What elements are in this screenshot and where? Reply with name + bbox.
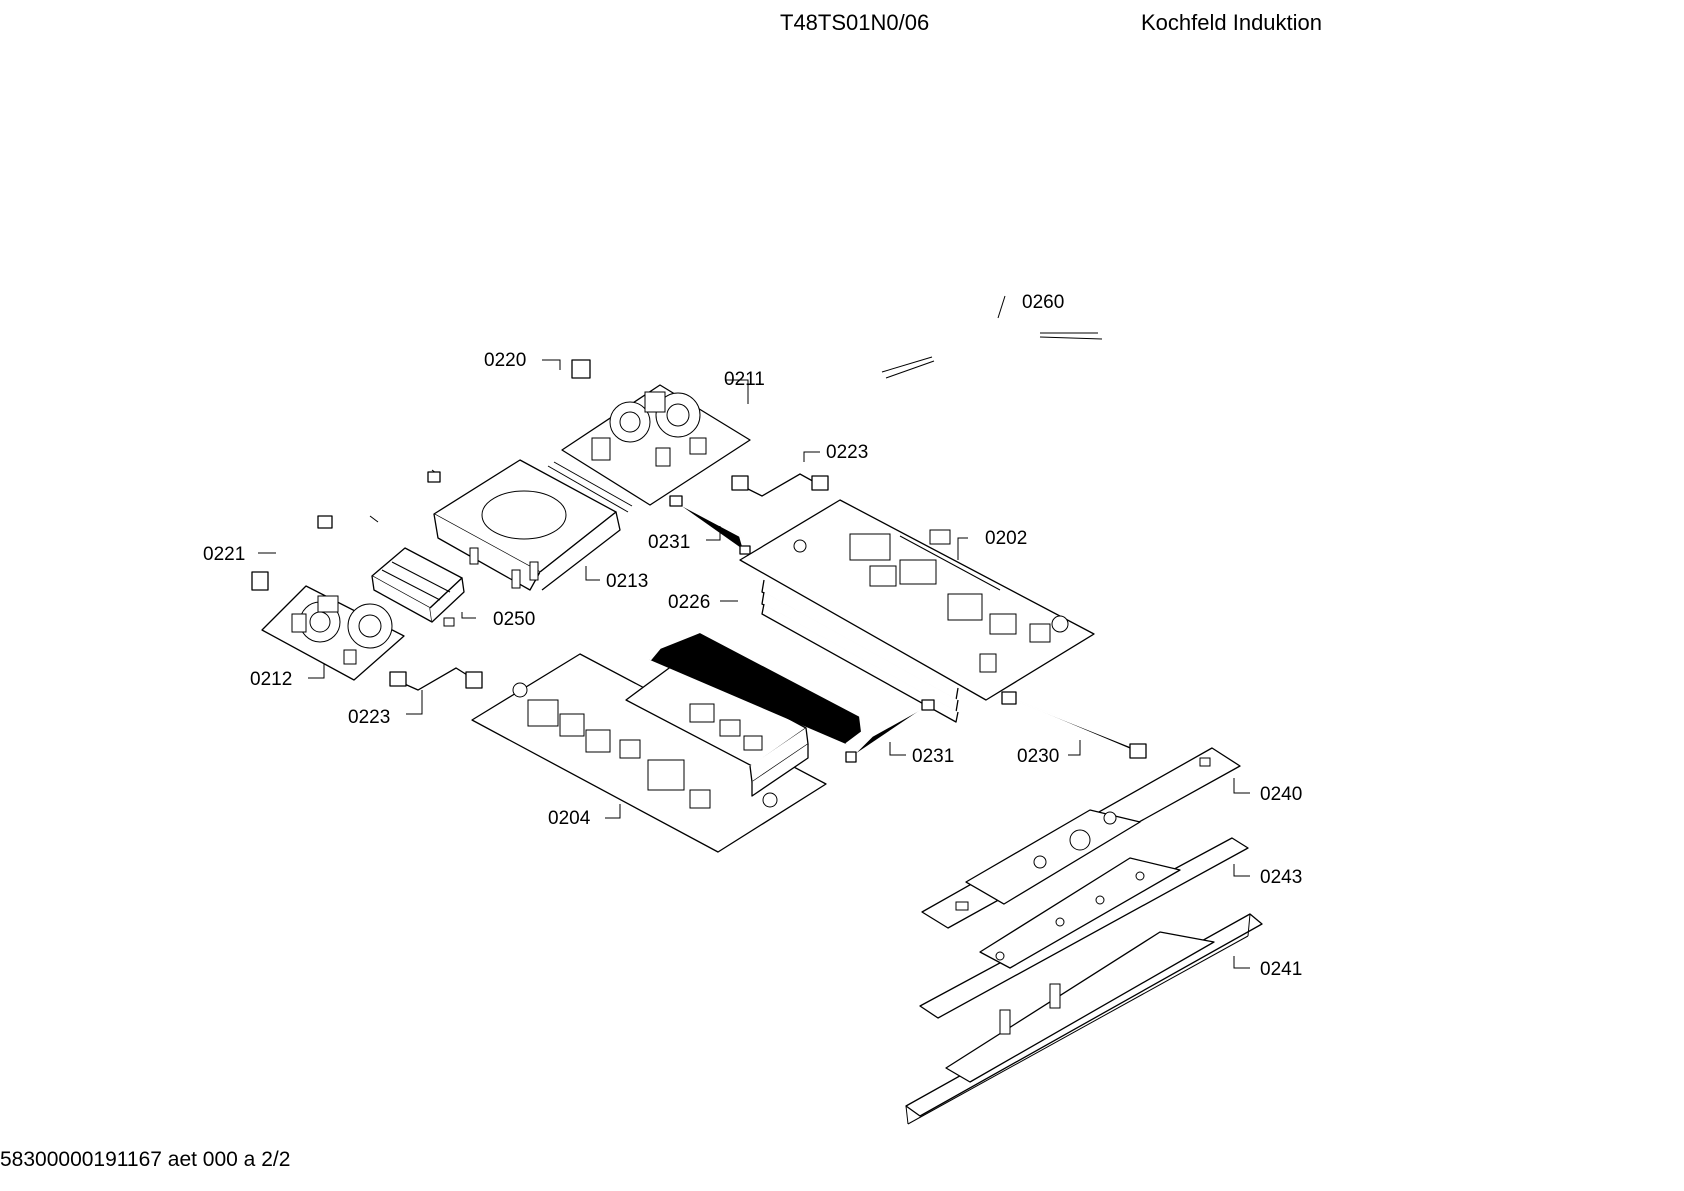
induction-coil-0213[interactable] <box>433 459 633 591</box>
ribbon-cable-0230[interactable] <box>1001 691 1147 759</box>
label-0231-bottom: 0231 <box>912 746 954 767</box>
label-0241: 0241 <box>1260 959 1302 980</box>
label-0221: 0221 <box>203 544 245 565</box>
power-board-0202[interactable] <box>739 499 1095 723</box>
label-0213: 0213 <box>606 571 648 592</box>
power-cable-0260[interactable] <box>881 304 1103 386</box>
wire-0226[interactable] <box>649 630 864 745</box>
control-board-0240[interactable] <box>921 747 1241 929</box>
appliance-type: Kochfeld Induktion <box>1141 10 1323 35</box>
filter-board-0212[interactable] <box>261 585 405 681</box>
label-0220: 0220 <box>484 350 526 371</box>
main-board-0204[interactable] <box>471 653 827 853</box>
cable-0221[interactable] <box>251 471 441 591</box>
label-0226: 0226 <box>668 592 710 613</box>
model-number: T48TS01N0/06 <box>780 10 930 35</box>
label-0250: 0250 <box>493 609 535 630</box>
label-0223-top: 0223 <box>826 442 868 463</box>
light-guide-0243[interactable] <box>919 837 1249 1019</box>
label-0204: 0204 <box>548 808 591 829</box>
label-0230: 0230 <box>1017 746 1059 767</box>
label-0240: 0240 <box>1260 784 1302 805</box>
label-0243: 0243 <box>1260 867 1302 888</box>
label-0202: 0202 <box>985 528 1027 549</box>
label-0231-top: 0231 <box>648 532 690 553</box>
label-0223-bottom: 0223 <box>348 707 390 728</box>
terminal-block-0250[interactable] <box>371 547 465 627</box>
part-labels: 0260 0220 0211 0223 0231 0202 0221 0213 … <box>203 292 1302 980</box>
label-0211: 0211 <box>724 369 765 390</box>
ribbon-cable-0231-top[interactable] <box>669 495 751 555</box>
document-footer: 58300000191167 aet 000 a 2/2 <box>0 1148 291 1171</box>
frame-0241[interactable] <box>905 913 1263 1125</box>
ribbon-cable-0231-bottom[interactable] <box>845 699 935 763</box>
label-0212: 0212 <box>250 669 292 690</box>
connector-cable-0223-top[interactable] <box>731 473 829 497</box>
label-0260: 0260 <box>1022 292 1064 313</box>
connector-cable-0223-bottom[interactable] <box>389 667 483 691</box>
cable-0220[interactable] <box>317 359 591 529</box>
leader-lines <box>258 295 1250 969</box>
filter-board-0211[interactable] <box>561 384 751 506</box>
